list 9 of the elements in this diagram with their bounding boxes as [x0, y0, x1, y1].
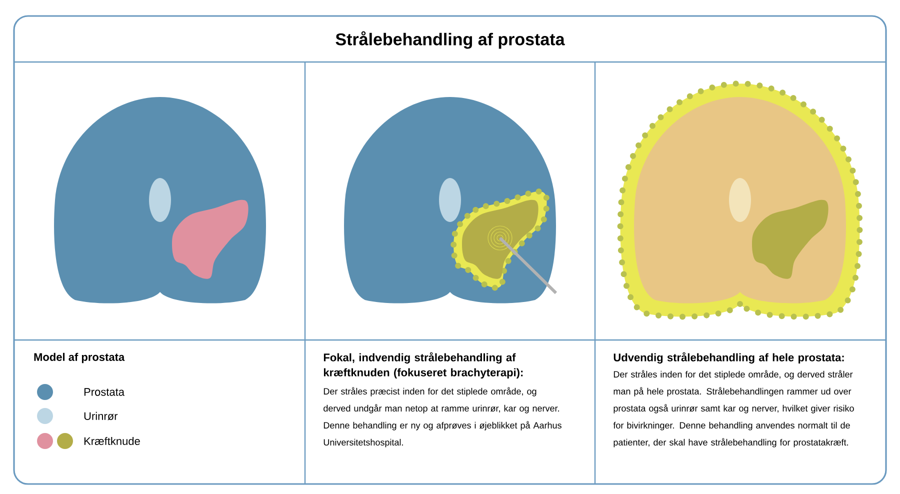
- heading: Udvendig strålebehandling af hele prostata:: [614, 352, 844, 364]
- heading: Fokal, indvendig strålebehandling af kræftknuden (fokuseret brachyterapi):: [324, 352, 523, 379]
- legend-heading: Model af prostata: [34, 352, 125, 364]
- legend-text: Prostata: [84, 388, 124, 396]
- title: Strålebehandling af prostata: [336, 31, 565, 49]
- description: Der stråles inden for det stiplede område, og derved stråler man på hele prostata. Strålebehandlingen rammer ud over prostata også urinrør samt kar og nerver, hvilket giver risiko for bivirkninger. Denne behandling anvendes normalt til de patienter, der skal have strålebehandling for prostatakræft.: [613, 370, 854, 448]
- description: Der stråles præcist inden for det stiplede område, og derved undgår man netop at ramme urinrør, kar og nerver. Denne behandling er ny og afprøves i øjeblikket på Aarhus Universitetshospital.: [324, 387, 562, 448]
- legend-text: Urinrør: [84, 412, 118, 420]
- legend-text: Kræftknude: [84, 436, 140, 446]
